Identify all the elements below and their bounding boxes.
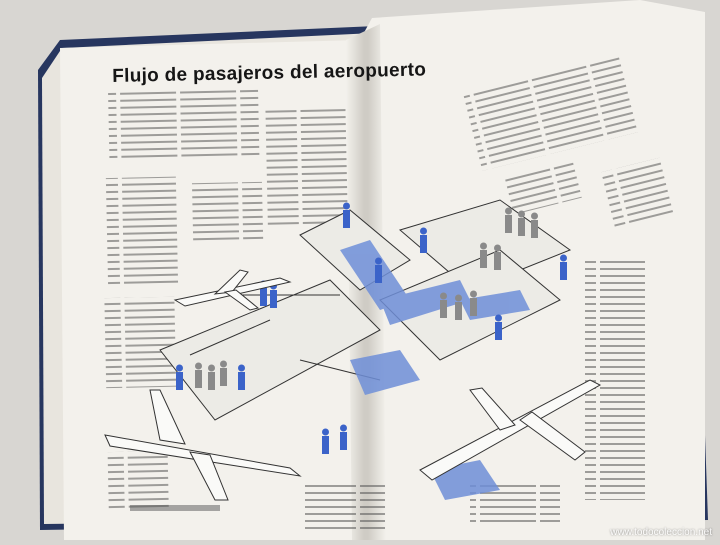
right-page-text-column [463,54,674,231]
airplane-top-left [173,269,292,311]
grey-passenger-figures [195,207,538,390]
left-page-text-column [104,88,348,513]
watermark-text: www.todocoleccion.net [610,527,712,538]
right-margin-text [130,260,645,530]
highlighted-passenger-figures [176,202,567,454]
airplane-bottom-left [104,389,302,501]
airplane-bottom-right [419,379,602,481]
